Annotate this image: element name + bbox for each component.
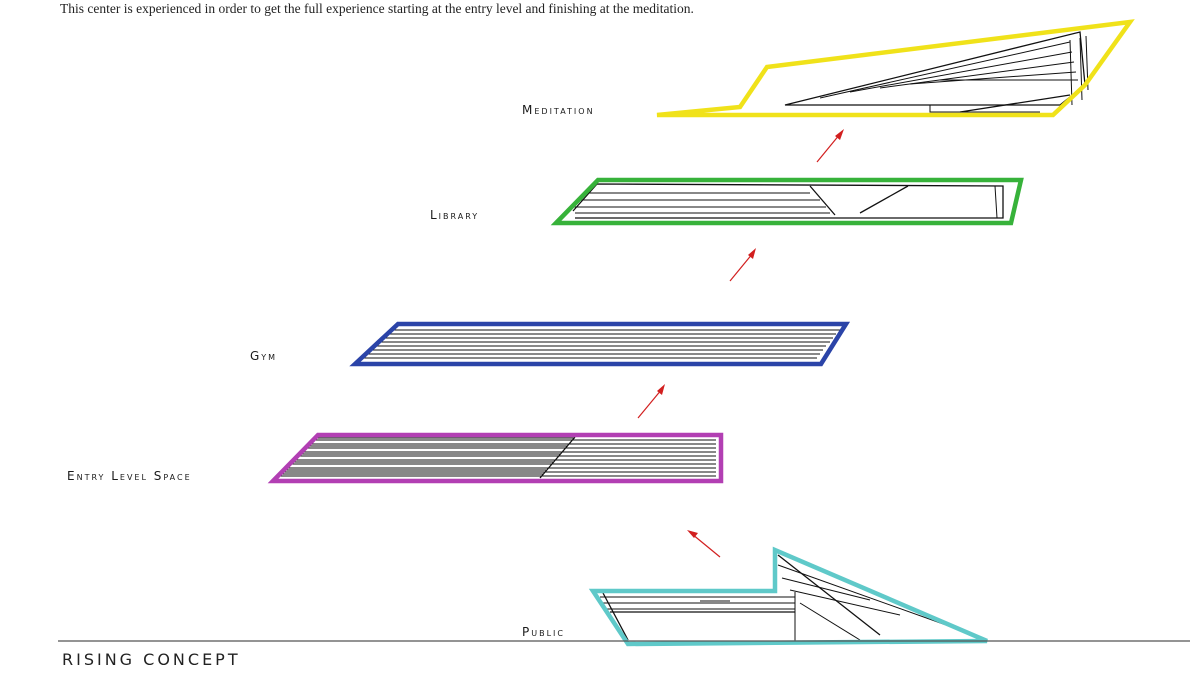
arrow-library-to-meditation-icon bbox=[816, 129, 844, 163]
footer-title: RISING CONCEPT bbox=[62, 650, 241, 669]
library-label: Library bbox=[430, 208, 479, 222]
gym-volume bbox=[349, 321, 851, 367]
gym-label: Gym bbox=[250, 349, 277, 363]
library-volume bbox=[550, 177, 1024, 226]
arrow-gym-to-library-icon bbox=[729, 248, 756, 282]
entry-label: Entry Level Space bbox=[67, 469, 192, 483]
public-volume bbox=[588, 546, 988, 647]
public-label: Public bbox=[522, 625, 565, 639]
meditation-volume bbox=[656, 19, 1135, 118]
intro-text: This center is experienced in order to g… bbox=[60, 1, 694, 16]
entry-volume bbox=[267, 432, 724, 484]
arrow-entry-to-gym-icon bbox=[637, 384, 665, 419]
arrow-public-to-entry-icon bbox=[687, 530, 721, 558]
meditation-label: Meditation bbox=[522, 103, 595, 117]
